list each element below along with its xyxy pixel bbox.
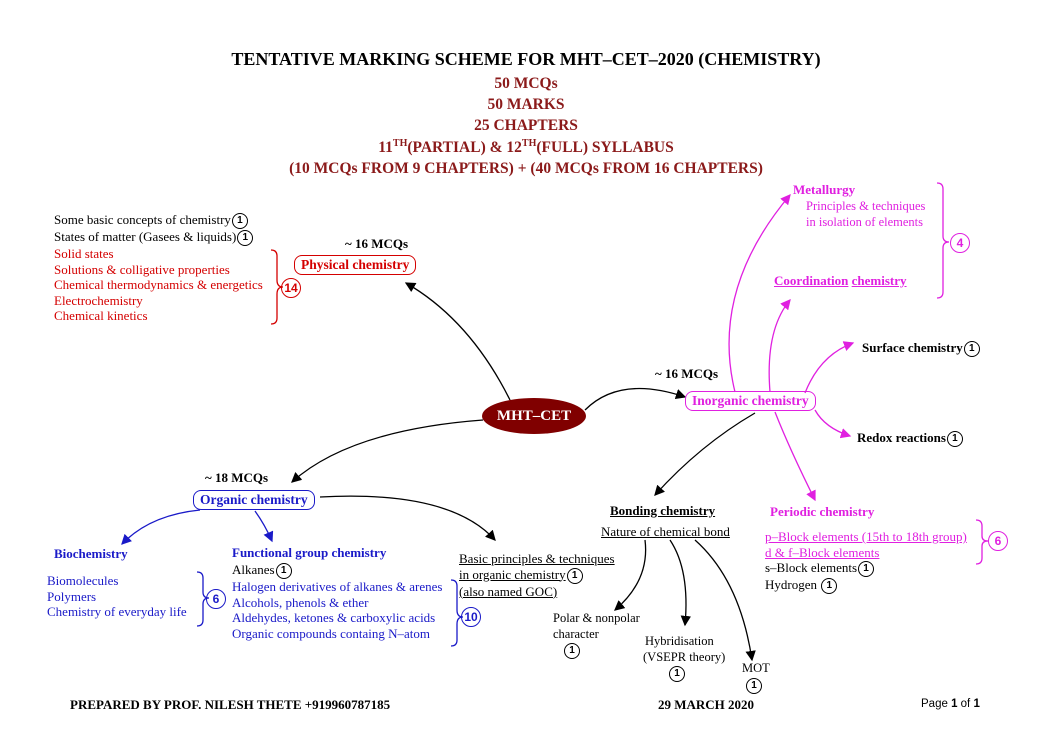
header-syllabus: 11TH(PARTIAL) & 12TH(FULL) SYLLABUS (378, 138, 674, 157)
inorganic-mcqs: ~ 16 MCQs (655, 366, 719, 381)
inorganic-count-badge-4: 4 (950, 233, 970, 253)
topic-biomolecules: Biomolecules (47, 573, 119, 588)
topic-hydrogen: Hydrogen 1 (765, 577, 967, 595)
center-node: MHT–CET (482, 398, 586, 434)
footer-prepared-by: PREPARED BY PROF. NILESH THETE +91996078… (70, 697, 391, 712)
basic-principles: Basic principles & techniques in organic… (459, 551, 615, 599)
basic-principles-line3: (also named GOC) (459, 583, 558, 599)
footer-date: 29 MARCH 2020 (658, 697, 755, 712)
polar-label-1: Polar & nonpolar (553, 611, 640, 625)
physical-mcqs: ~ 16 MCQs (345, 236, 409, 251)
header-chapters: 25 CHAPTERS (474, 117, 578, 134)
topic-alcohols: Alcohols, phenols & ether (232, 594, 369, 610)
topic-halogen-derivatives: Halogen derivatives of alkanes & arenes (232, 579, 443, 594)
topic-solid-states: Solid states (54, 246, 114, 261)
header-split: (10 MCQs FROM 9 CHAPTERS) + (40 MCQs FRO… (289, 160, 763, 177)
topic-kinetics: Chemical kinetics (54, 308, 148, 324)
mot-mark: 1 (745, 676, 762, 694)
periodic-chemistry: Periodic chemistry (770, 504, 875, 519)
organic-chemistry-node: Organic chemistry (193, 490, 315, 510)
metallurgy-label: Metallurgy (793, 182, 856, 197)
header-mcqs: 50 MCQs (494, 75, 558, 92)
functional-count-badge: 10 (461, 607, 481, 627)
mot-label: MOT (742, 661, 770, 675)
inorganic-chemistry-node: Inorganic chemistry (685, 391, 816, 411)
page-number: Page 1 of 1 (921, 698, 980, 710)
topic-solutions: Solutions & colligative properties (54, 261, 230, 277)
periodic-topics: p–Block elements (15th to 18th group) d … (765, 529, 967, 595)
topic-polymers: Polymers (47, 588, 97, 604)
hybrid-label-1: Hybridisation (645, 634, 714, 648)
physical-chemistry-node: Physical chemistry (294, 255, 417, 275)
periodic-count-badge: 6 (988, 531, 1008, 551)
topic-n-compounds: Organic compounds containg N–atom (232, 625, 430, 641)
topic-electrochemistry: Electrochemistry (54, 292, 143, 308)
polar-mark: 1 (563, 641, 580, 659)
biochem-count-badge: 6 (206, 589, 226, 609)
topic-aldehydes: Aldehydes, ketones & carboxylic acids (232, 610, 436, 626)
bonding-chemistry: Bonding chemistry (610, 503, 716, 518)
nature-of-bond: Nature of chemical bond (601, 524, 730, 539)
organic-mcqs: ~ 18 MCQs (205, 470, 269, 485)
metallurgy-sub1: Principles & techniques (806, 199, 926, 213)
page-title: TENTATIVE MARKING SCHEME FOR MHT–CET–202… (231, 49, 821, 69)
biochem-topics: Biomolecules Polymers Chemistry of every… (47, 573, 187, 620)
polar-label-2: character (553, 627, 599, 641)
functional-group-label: Functional group chemistry (232, 545, 387, 560)
header-marks: 50 MARKS (487, 96, 565, 113)
topic-thermodynamics: Chemical thermodynamics & energetics (54, 277, 263, 293)
hybrid-label-2: (VSEPR theory) (643, 650, 726, 664)
biochemistry-label: Biochemistry (54, 546, 128, 561)
topic-p-block: p–Block elements (15th to 18th group) (765, 529, 967, 544)
topic-d-f-block: d & f–Block elements (765, 544, 880, 560)
coordination-label: Coordination chemistry (774, 273, 907, 288)
topic-everyday-chemistry: Chemistry of everyday life (47, 604, 187, 620)
metallurgy-sub2: in isolation of elements (806, 215, 923, 229)
physical-count-badge: 14 (281, 278, 301, 298)
topic-states-of-matter: States of matter (Gasees & liquids)1 (54, 229, 263, 246)
hybrid-mark: 1 (668, 664, 685, 682)
basic-principles-line1: Basic principles & techniques (459, 551, 615, 566)
